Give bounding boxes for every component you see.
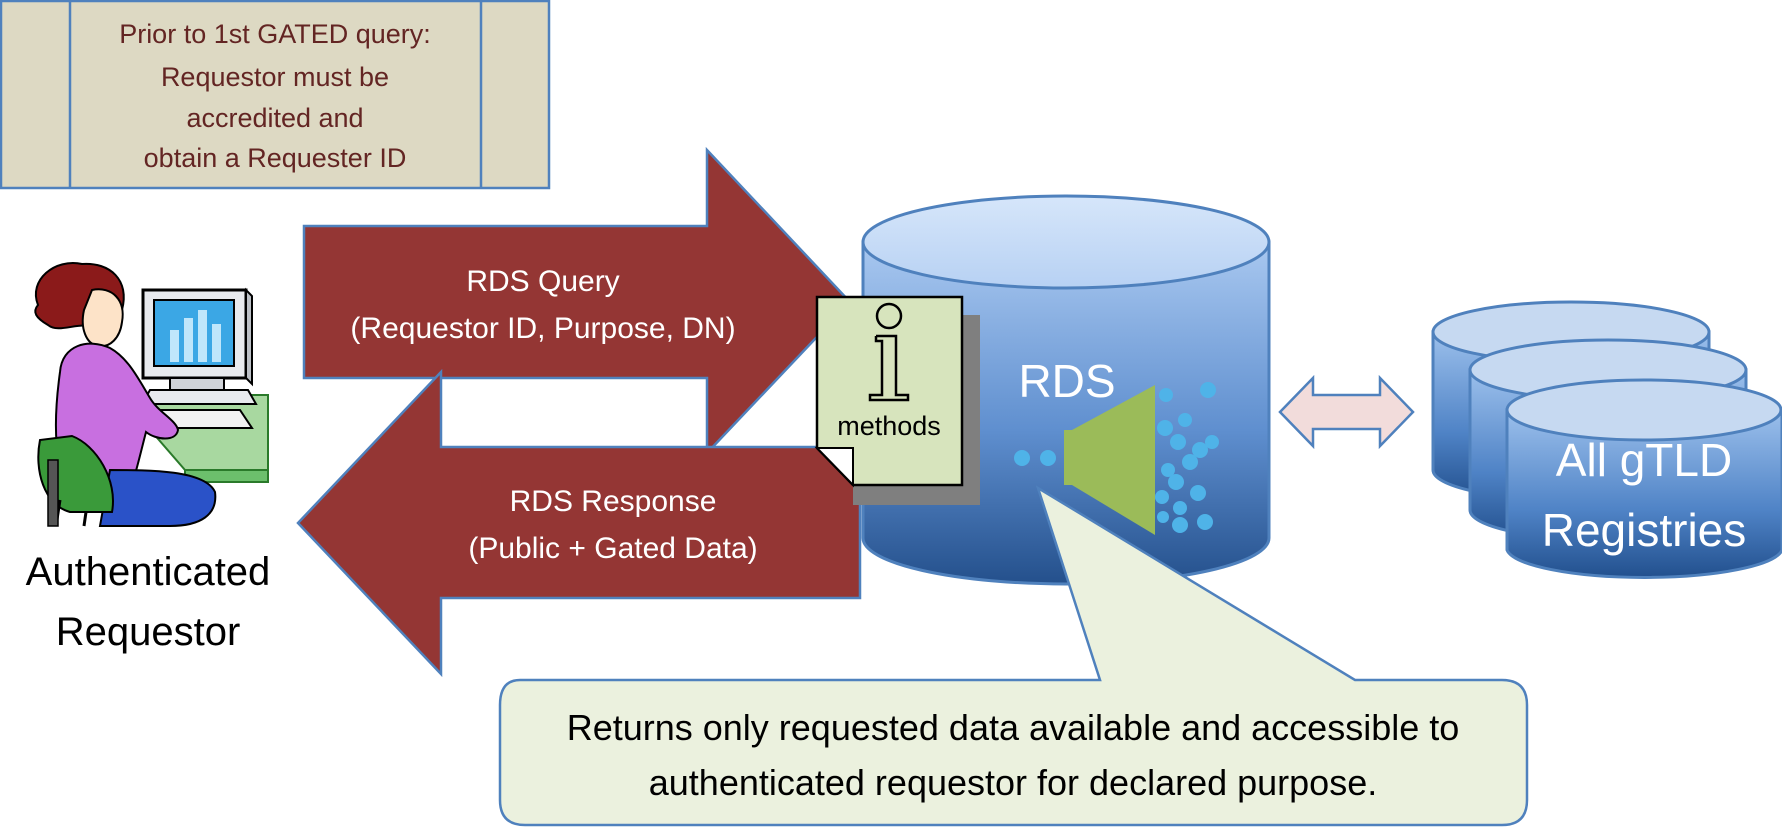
query-arrow-title: RDS Query — [466, 265, 619, 298]
info-icon — [868, 302, 910, 402]
bidirectional-arrow-icon — [1278, 374, 1415, 450]
prereq-line-2: Requestor must be — [161, 62, 389, 92]
requestor-label-line-1: Authenticated — [26, 550, 271, 594]
requestor-computer-icon — [34, 262, 269, 527]
methods-label: methods — [837, 411, 941, 441]
broadcast-speaker-icon — [1014, 382, 1219, 535]
rds-query-arrow: RDS Query (Requestor ID, Purpose, DN) — [302, 146, 852, 457]
prereq-line-3: accredited and — [186, 103, 363, 133]
prereq-line-1: Prior to 1st GATED query: — [119, 19, 431, 49]
response-arrow-subtitle: (Public + Gated Data) — [468, 532, 757, 565]
registries-label-line-1: All gTLD — [1556, 434, 1732, 486]
response-arrow-title: RDS Response — [510, 485, 717, 518]
requestor-label-line-2: Requestor — [56, 610, 241, 654]
callout-bubble: Returns only requested data available an… — [498, 485, 1529, 827]
callout-line-1: Returns only requested data available an… — [567, 707, 1460, 748]
callout-line-2: authenticated requestor for declared pur… — [649, 762, 1377, 803]
rds-response-arrow: RDS Response (Public + Gated Data) — [296, 368, 862, 678]
query-arrow-subtitle: (Requestor ID, Purpose, DN) — [350, 312, 735, 345]
registries-database-stack: All gTLD Registries — [1431, 300, 1782, 579]
methods-note: methods — [814, 295, 980, 505]
registries-label-line-2: Registries — [1542, 504, 1747, 556]
prereq-line-4: obtain a Requester ID — [144, 143, 407, 173]
prereq-box: Prior to 1st GATED query: Requestor must… — [0, 0, 551, 190]
rds-label: RDS — [1018, 355, 1115, 407]
